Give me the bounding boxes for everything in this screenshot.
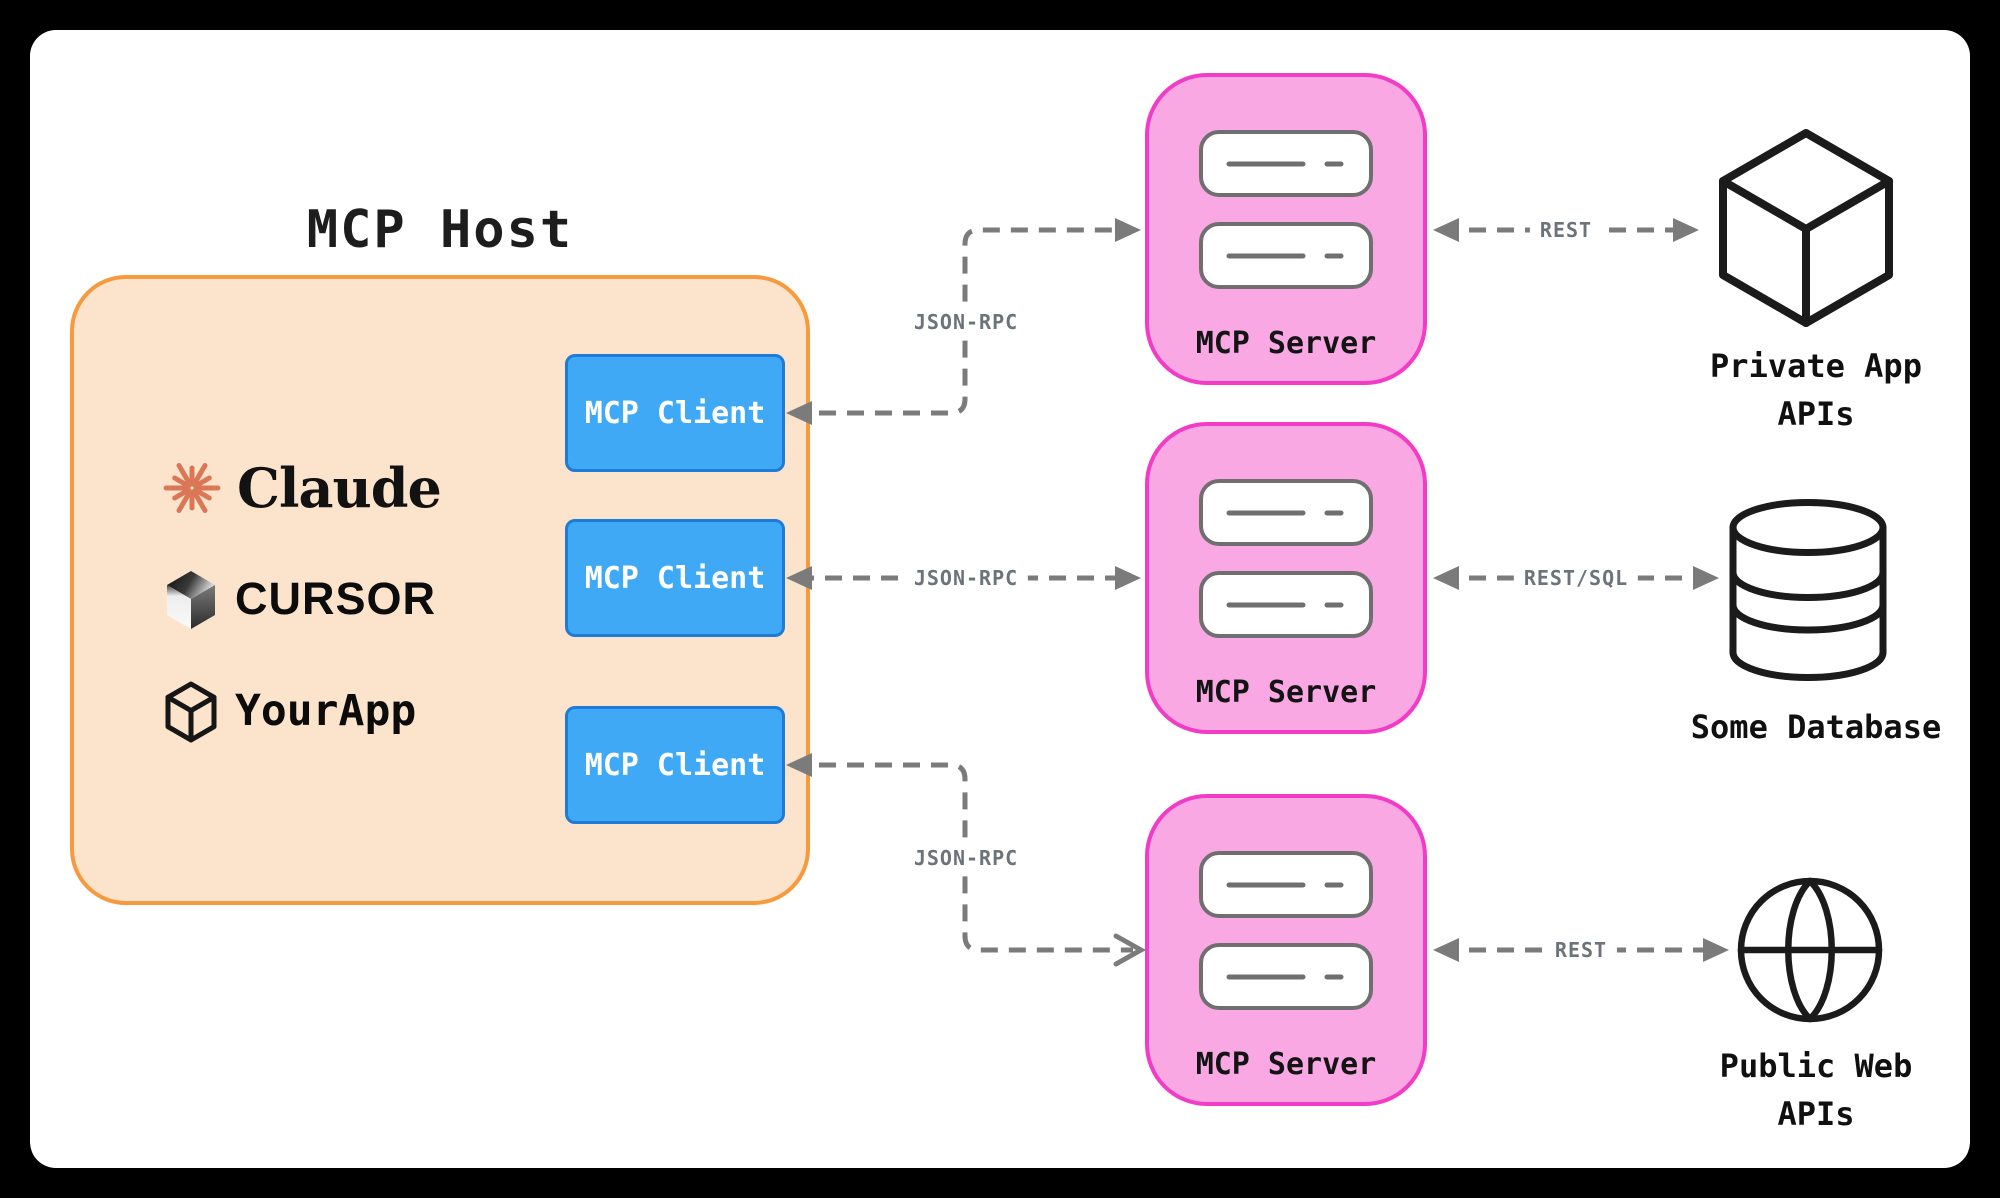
- private-app-apis-label: Private App APIs: [1710, 347, 1922, 433]
- cube-icon: [1719, 129, 1893, 327]
- mcp-server-label: MCP Server: [1195, 675, 1377, 710]
- server-rack-icon: [1199, 851, 1373, 918]
- json-rpc-label-3: JSON-RPC: [903, 844, 1029, 872]
- globe-icon: [1737, 877, 1883, 1023]
- server-rack-icon: [1199, 943, 1373, 1010]
- claude-logo: Claude: [163, 456, 442, 520]
- mcp-client-box-2: MCP Client: [565, 519, 785, 637]
- rest-label-1: REST: [1529, 216, 1603, 244]
- server-rack-icon: [1199, 222, 1373, 289]
- json-rpc-label-1: JSON-RPC: [903, 308, 1029, 336]
- server-rack-icon: [1199, 479, 1373, 546]
- database-icon: [1729, 499, 1887, 682]
- cursor-logo-text: CURSOR: [235, 573, 437, 624]
- mcp-server-label: MCP Server: [1195, 326, 1377, 361]
- server-rack-icon: [1199, 571, 1373, 638]
- mcp-server-label: MCP Server: [1195, 1047, 1377, 1082]
- mcp-client-label: MCP Client: [584, 747, 766, 783]
- mcp-server-box-3: MCP Server: [1145, 794, 1427, 1106]
- yourapp-logo: YourApp: [163, 681, 417, 743]
- mcp-client-label: MCP Client: [584, 560, 766, 596]
- rest-sql-label: REST/SQL: [1513, 564, 1639, 592]
- package-cube-icon: [165, 681, 217, 743]
- yourapp-logo-text: YourApp: [235, 686, 417, 736]
- mcp-server-box-1: MCP Server: [1145, 73, 1427, 385]
- claude-starburst-icon: [163, 463, 221, 513]
- server-rack-icon: [1199, 130, 1373, 197]
- cursor-logo: CURSOR: [163, 569, 436, 629]
- mcp-client-box-3: MCP Client: [565, 706, 785, 824]
- mcp-host-title: MCP Host: [306, 200, 574, 260]
- claude-logo-text: Claude: [237, 456, 442, 520]
- cursor-cube-icon: [167, 571, 215, 629]
- json-rpc-label-2: JSON-RPC: [903, 564, 1029, 592]
- mcp-client-box-1: MCP Client: [565, 354, 785, 472]
- rest-label-3: REST: [1544, 936, 1618, 964]
- public-web-apis-label: Public Web APIs: [1719, 1047, 1913, 1133]
- mcp-server-box-2: MCP Server: [1145, 422, 1427, 734]
- mcp-client-label: MCP Client: [584, 395, 766, 431]
- some-database-label: Some Database: [1690, 708, 1942, 746]
